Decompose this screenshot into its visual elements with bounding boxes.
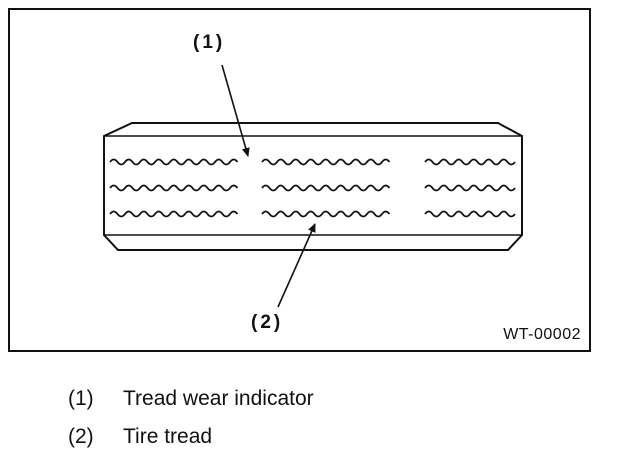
callout-1-label: (1) <box>193 32 226 53</box>
figure-code: WT-00002 <box>503 326 581 343</box>
tread-wave <box>424 210 516 218</box>
legend-item: (2) Tire tread <box>68 418 314 456</box>
tread-wave <box>261 158 391 166</box>
callout-2-label: (2) <box>251 312 284 333</box>
tread-wave <box>424 158 516 166</box>
legend-number: (2) <box>68 425 94 448</box>
tire-tread-diagram <box>103 64 523 308</box>
tread-wave <box>261 210 391 218</box>
legend-label: Tread wear indicator <box>123 387 314 410</box>
callout-2-leader <box>277 223 316 308</box>
tread-wave <box>109 184 239 192</box>
tread-wave <box>109 210 239 218</box>
tread-wave-lines <box>109 158 516 218</box>
legend: (1) Tread wear indicator (2) Tire tread <box>68 380 314 456</box>
tread-wave <box>261 184 391 192</box>
legend-item: (1) Tread wear indicator <box>68 380 314 418</box>
figure-frame: (1) (2) WT-00002 <box>8 8 591 352</box>
callout-1-leader <box>221 64 250 157</box>
legend-number: (1) <box>68 387 94 410</box>
legend-label: Tire tread <box>123 425 213 448</box>
tread-wave <box>109 158 239 166</box>
tread-wave <box>424 184 516 192</box>
